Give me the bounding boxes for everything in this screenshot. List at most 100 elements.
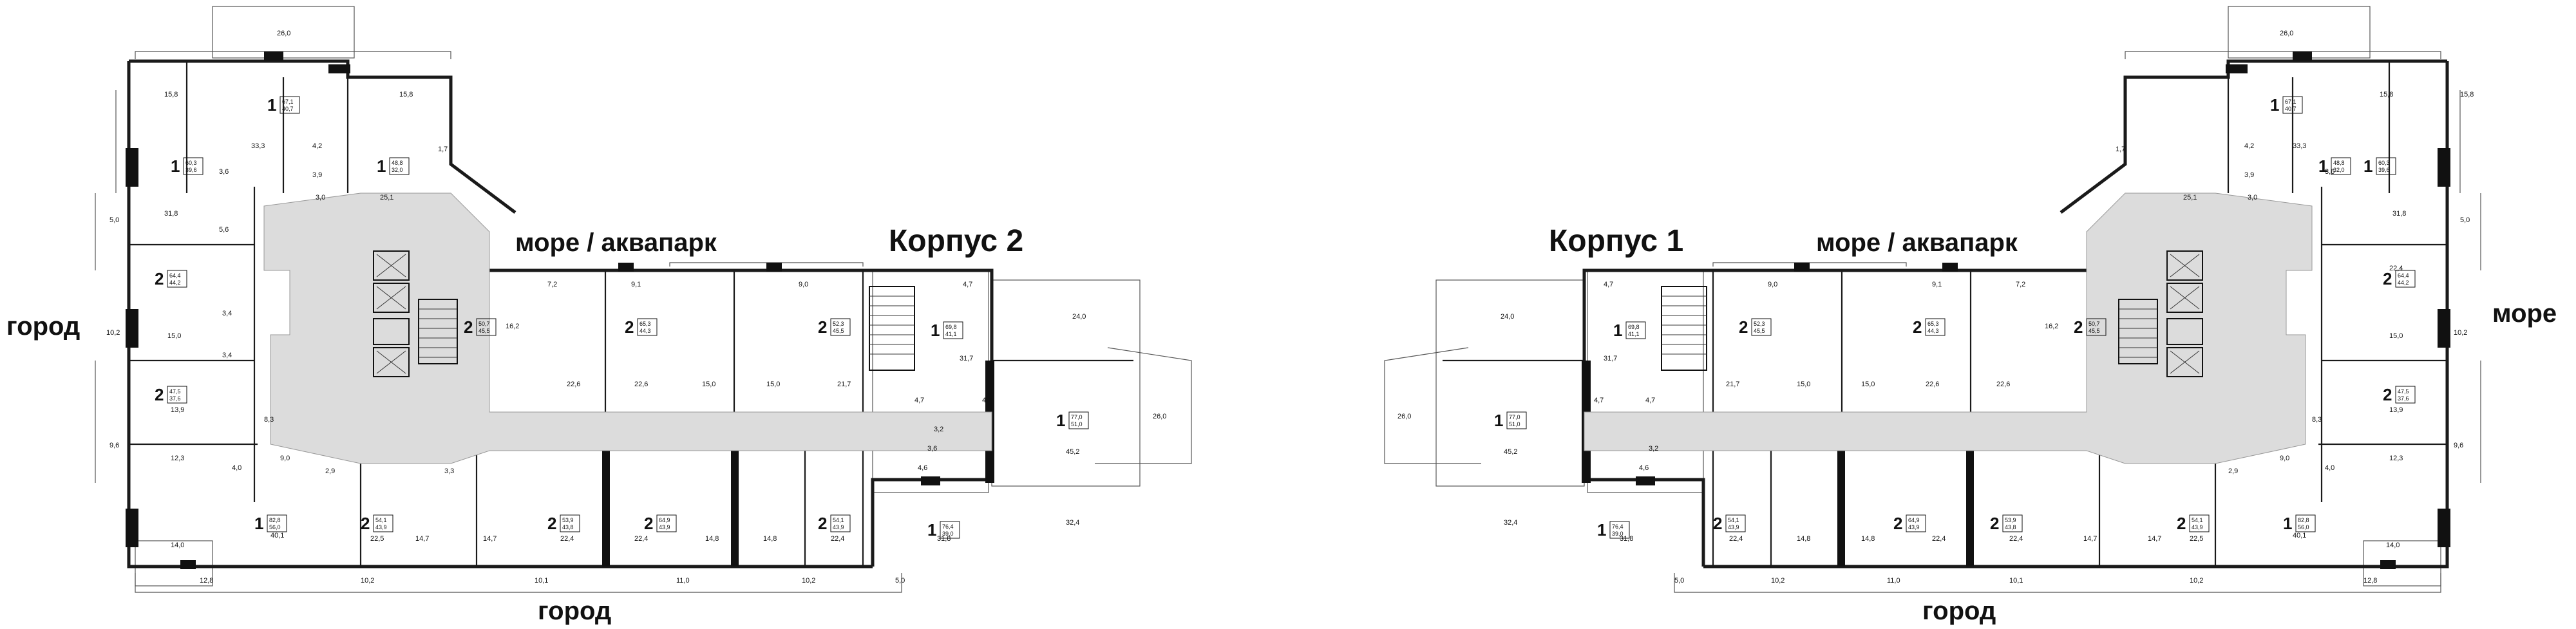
living-area: 43,9 <box>1728 524 1739 530</box>
total-area: 65,3 <box>1927 321 1939 327</box>
total-area: 50,7 <box>2088 321 2100 327</box>
room-area-label: 24,0 <box>1501 313 1514 321</box>
room-area-label: 3,6 <box>2325 168 2334 176</box>
room-area-label: 32,4 <box>1066 519 1079 527</box>
rooms-count: 2 <box>155 269 164 288</box>
living-area: 41,1 <box>945 331 957 337</box>
total-area: 52,3 <box>1754 321 1765 327</box>
room-area-label: 3,3 <box>444 467 454 475</box>
room-area-label: 40,1 <box>270 532 284 540</box>
room-area-label: 11,0 <box>676 577 690 585</box>
rooms-count: 2 <box>2074 317 2083 337</box>
room-area-label: 4,6 <box>918 464 927 472</box>
rooms-count: 1 <box>254 514 263 533</box>
room-area-label: 25,1 <box>2183 194 2197 202</box>
living-area: 44,3 <box>639 328 651 334</box>
room-area-label: 3,2 <box>1649 445 1658 453</box>
total-area: 54,1 <box>375 517 387 523</box>
room-area-label: 33,3 <box>2293 142 2306 150</box>
room-area-label: 22,5 <box>2190 535 2203 543</box>
elevator-shaft <box>2166 347 2203 377</box>
rooms-count: 1 <box>2363 156 2372 176</box>
elevator-shaft <box>2166 318 2203 345</box>
room-area-label: 10,2 <box>106 329 120 337</box>
room-area-label: 9,1 <box>631 281 641 288</box>
living-area: 51,0 <box>1509 421 1520 427</box>
balcony <box>135 573 902 593</box>
elevator-shaft <box>2166 283 2203 313</box>
room-area-label: 22,4 <box>560 535 574 543</box>
rooms-count: 1 <box>377 156 386 176</box>
balcony <box>1095 347 1192 464</box>
total-area: 69,8 <box>945 324 957 330</box>
area-box <box>830 514 851 532</box>
room-area-label: 4,6 <box>1639 464 1649 472</box>
rooms-count: 2 <box>2177 514 2186 533</box>
outer-wall <box>129 59 516 214</box>
room-area-label: 5,0 <box>1674 577 1684 585</box>
room-area-label: 22,4 <box>1932 535 1946 543</box>
rooms-count: 1 <box>1494 411 1503 430</box>
rooms-count: 1 <box>267 95 276 115</box>
room-area-label: 3,4 <box>222 310 232 317</box>
living-area: 56,0 <box>269 524 281 530</box>
label-more-right: море <box>2492 299 2557 328</box>
area-box <box>2282 96 2303 114</box>
room-area-label: 5,0 <box>895 577 905 585</box>
living-area: 37,6 <box>2398 395 2409 402</box>
room-area-label: 31,8 <box>2392 210 2406 218</box>
total-area: 54,1 <box>2192 517 2203 523</box>
stairs <box>869 286 915 371</box>
room-area-label: 10,2 <box>2190 577 2203 585</box>
room-area-label: 10,1 <box>2009 577 2023 585</box>
label-gorod-left: город <box>6 312 80 341</box>
rooms-count: 1 <box>2283 514 2292 533</box>
total-area: 53,9 <box>2005 517 2016 523</box>
total-area: 52,3 <box>833 321 844 327</box>
living-area: 39,6 <box>185 167 197 173</box>
elevator-shaft <box>373 347 410 377</box>
rooms-count: 2 <box>2383 385 2392 404</box>
area-box <box>167 386 187 404</box>
rooms-count: 1 <box>927 520 936 540</box>
room-area-label: 9,1 <box>1932 281 1942 288</box>
room-area-label: 2,9 <box>325 467 335 475</box>
area-box <box>940 521 960 539</box>
area-box <box>373 514 393 532</box>
area-box <box>476 318 497 336</box>
rooms-count: 2 <box>1990 514 1999 533</box>
room-area-label: 3,6 <box>219 168 229 176</box>
room-area-label: 45,2 <box>1066 448 1079 456</box>
living-area: 43,9 <box>1908 524 1920 530</box>
rooms-count: 2 <box>818 317 827 337</box>
total-area: 64,4 <box>2398 272 2409 279</box>
room-area-label: 15,0 <box>167 332 181 340</box>
room-area-label: 9,6 <box>2454 442 2463 449</box>
room-area-label: 10,2 <box>802 577 815 585</box>
rooms-count: 2 <box>1713 514 1722 533</box>
balcony <box>135 51 451 59</box>
room-area-label: 3,2 <box>934 426 943 433</box>
stairs <box>418 299 458 364</box>
room-area-label: 31,7 <box>960 355 973 362</box>
room-area-label: 4,0 <box>2325 464 2334 472</box>
living-area: 43,9 <box>2192 524 2203 530</box>
elevator-shaft <box>2166 250 2203 281</box>
room-area-label: 14,0 <box>171 541 184 549</box>
room-area-label: 3,0 <box>316 194 325 202</box>
room-area-label: 10,2 <box>2454 329 2467 337</box>
rooms-count: 2 <box>1913 317 1922 337</box>
room-area-label: 31,8 <box>164 210 178 218</box>
total-area: 48,8 <box>392 160 403 166</box>
area-box <box>2002 514 2023 532</box>
room-area-label: 12,3 <box>2389 455 2403 462</box>
